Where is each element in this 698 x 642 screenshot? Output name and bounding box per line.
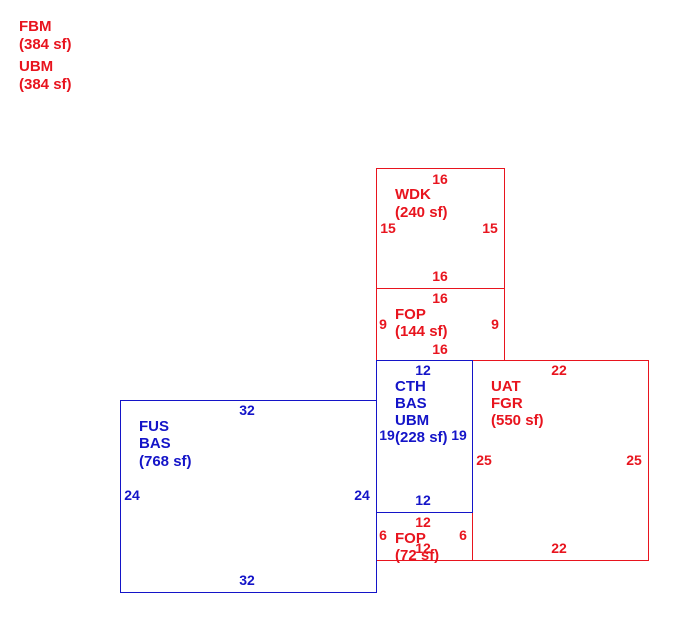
area-fus-code-2: BAS [139, 435, 171, 452]
legend-area-ubm: (384 sf) [19, 76, 72, 93]
legend-code-ubm: UBM [19, 58, 53, 75]
legend-area-fbm: (384 sf) [19, 36, 72, 53]
area-cth-code-1: CTH [395, 378, 426, 395]
area-fop-lower-dim-top: 12 [415, 514, 431, 530]
legend-code-fbm: FBM [19, 18, 52, 35]
area-wdk-code: WDK [395, 186, 431, 203]
area-cth-size: (228 sf) [395, 429, 448, 446]
area-uat-dim-top: 22 [551, 362, 567, 378]
area-fus-dim-right: 24 [354, 487, 370, 503]
area-uat-dim-left: 25 [476, 452, 492, 468]
area-fus-code-1: FUS [139, 418, 169, 435]
area-cth-outline [376, 360, 473, 513]
area-uat-size: (550 sf) [491, 412, 544, 429]
area-fop-lower: FOP (72 sf) 12 12 6 6 [376, 512, 473, 564]
area-fus: FUS BAS (768 sf) 32 32 24 24 [120, 400, 377, 593]
area-cth-dim-top: 12 [415, 362, 431, 378]
area-cth-code-2: BAS [395, 395, 427, 412]
area-fop-upper-code: FOP [395, 306, 426, 323]
area-fop-lower-dim-left: 6 [379, 527, 387, 543]
area-wdk-dim-right: 15 [482, 220, 498, 236]
area-fop-upper: FOP (144 sf) 16 16 9 9 [376, 288, 505, 361]
area-wdk: WDK (240 sf) 16 16 15 15 [376, 168, 505, 289]
area-wdk-dim-top: 16 [432, 171, 448, 187]
area-fop-upper-dim-left: 9 [379, 316, 387, 332]
area-fop-upper-size: (144 sf) [395, 323, 448, 340]
area-fop-upper-dim-bottom: 16 [432, 341, 448, 357]
area-cth-dim-left: 19 [379, 427, 395, 443]
area-wdk-dim-bottom: 16 [432, 268, 448, 284]
area-wdk-dim-left: 15 [380, 220, 396, 236]
area-cth-code-3: UBM [395, 412, 429, 429]
area-fop-lower-size: (72 sf) [395, 547, 439, 564]
area-uat-code-1: UAT [491, 378, 521, 395]
area-cth-dim-bottom: 12 [415, 492, 431, 508]
area-cth-dim-right: 19 [451, 427, 467, 443]
area-fus-size: (768 sf) [139, 453, 192, 470]
area-fop-lower-dim-right: 6 [459, 527, 467, 543]
area-uat-code-2: FGR [491, 395, 523, 412]
area-fop-lower-dim-bottom: 12 [415, 540, 431, 556]
area-fop-upper-dim-right: 9 [491, 316, 499, 332]
area-uat-dim-bottom: 22 [551, 540, 567, 556]
area-fus-dim-left: 24 [124, 487, 140, 503]
area-wdk-size: (240 sf) [395, 204, 448, 221]
area-fus-dim-bottom: 32 [239, 572, 255, 588]
area-cth: CTH BAS UBM (228 sf) 12 12 19 19 [376, 360, 473, 513]
area-uat-dim-right: 25 [626, 452, 642, 468]
area-fop-lower-code: FOP [395, 530, 426, 547]
area-fop-upper-dim-top: 16 [432, 290, 448, 306]
area-uat: UAT FGR (550 sf) 22 22 25 25 [472, 360, 649, 561]
area-fus-dim-top: 32 [239, 402, 255, 418]
